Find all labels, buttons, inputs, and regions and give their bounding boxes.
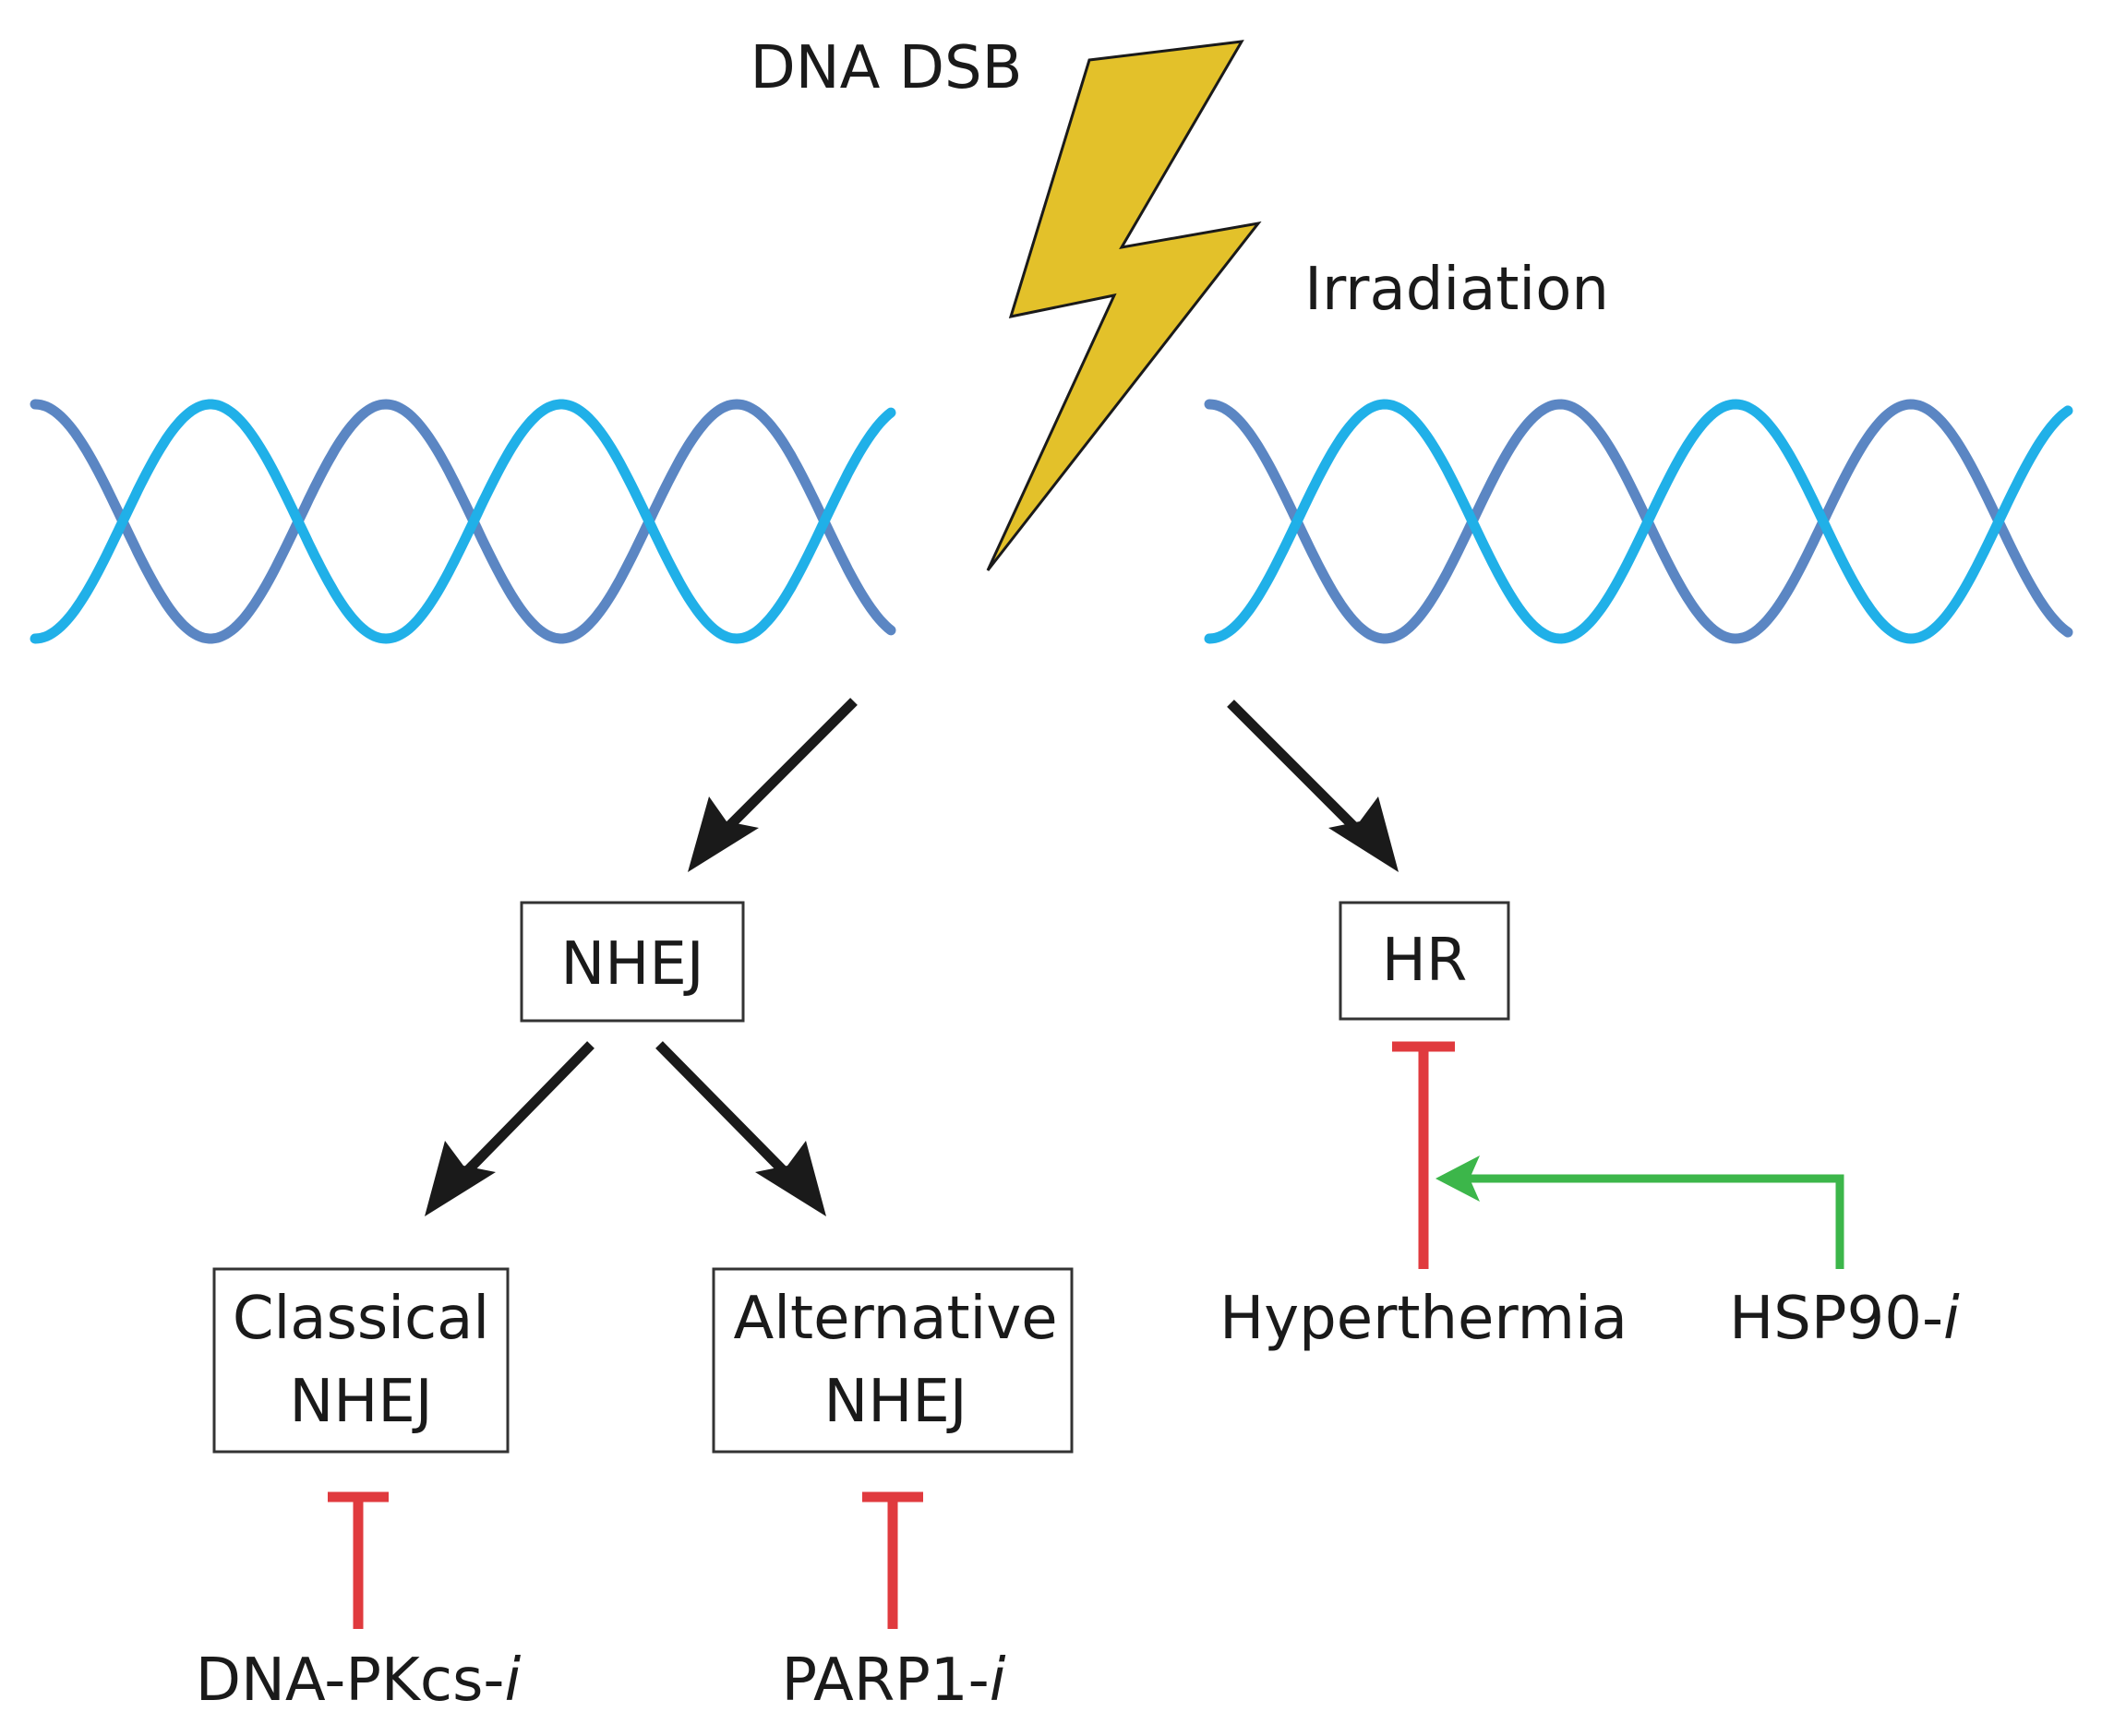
inhibit-alternative-nhej	[862, 1491, 923, 1629]
svg-text:Classical: Classical	[233, 1285, 489, 1353]
dna-helix-left	[30, 399, 896, 644]
inhibit-hr	[1392, 1041, 1455, 1269]
hr-box: HR	[1339, 901, 1510, 1021]
dna-strand-left-light	[30, 399, 896, 644]
nhej-box: NHEJ	[520, 901, 745, 1023]
arrow-to-alternative-nhej	[655, 1041, 826, 1216]
hsp90-inhibitor-label: HSP90-i	[1729, 1285, 1960, 1353]
irradiation-label: Irradiation	[1304, 256, 1609, 324]
parp1-inhibitor-label: PARP1-i	[782, 1646, 1006, 1715]
svg-text:HR: HR	[1382, 927, 1468, 995]
svg-text:NHEJ: NHEJ	[823, 1368, 967, 1436]
classical-nhej-box: Classical NHEJ	[212, 1267, 510, 1454]
svg-text:NHEJ: NHEJ	[560, 930, 703, 999]
lightning-bolt-icon	[986, 40, 1262, 571]
dna-pkcs-inhibitor-label: DNA-PKcs-i	[196, 1646, 522, 1715]
dna-helix-right	[1204, 399, 2073, 644]
inhibit-classical-nhej	[328, 1491, 389, 1629]
dna-strand-right-dark	[1204, 399, 2073, 644]
hsp90-to-hyperthermia-arrow	[1435, 1155, 1844, 1269]
hyperthermia-label: Hyperthermia	[1219, 1285, 1628, 1353]
arrow-to-hr	[1227, 700, 1399, 872]
svg-text:NHEJ: NHEJ	[289, 1368, 432, 1436]
arrow-to-classical-nhej	[425, 1041, 595, 1216]
dna-strand-right-light	[1204, 399, 2073, 644]
svg-text:Alternative: Alternative	[733, 1285, 1057, 1353]
dna-dsb-label: DNA DSB	[750, 34, 1022, 102]
arrow-to-nhej	[688, 698, 858, 872]
alternative-nhej-box: Alternative NHEJ	[712, 1267, 1074, 1454]
dna-strand-left-dark	[30, 399, 896, 644]
